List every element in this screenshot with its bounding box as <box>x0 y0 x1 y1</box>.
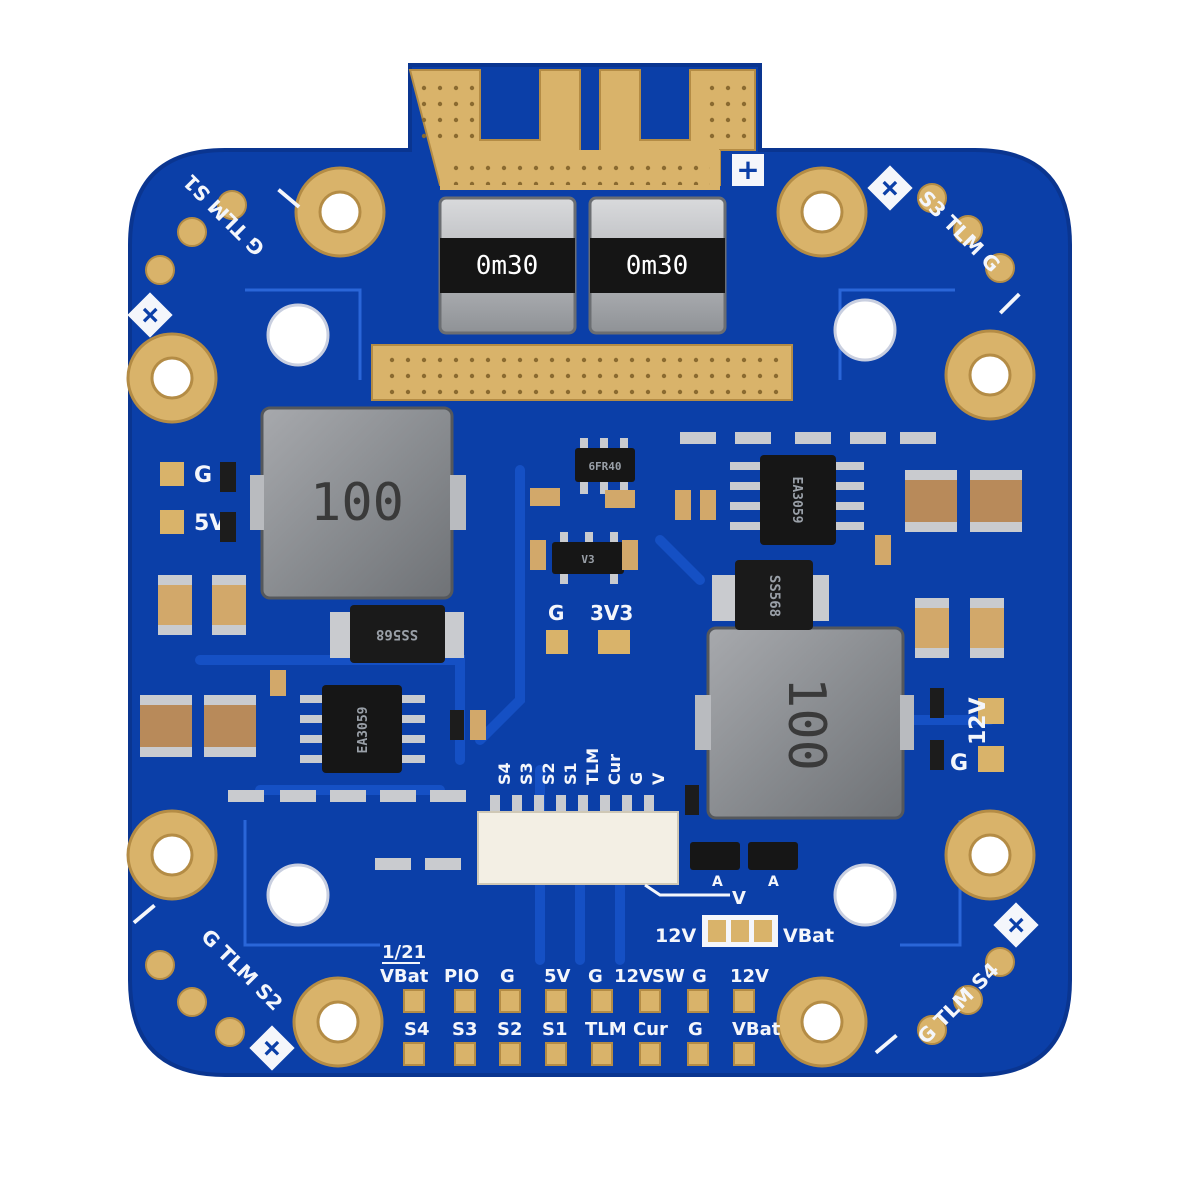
svg-text:EA3059: EA3059 <box>356 707 371 754</box>
svg-text:V: V <box>649 772 668 785</box>
capacitor <box>204 695 256 757</box>
svg-text:S3: S3 <box>452 1019 478 1040</box>
ground-outline <box>243 288 962 947</box>
small-passives <box>220 432 944 870</box>
svg-text:SS568: SS568 <box>766 575 782 617</box>
svg-text:+: + <box>736 153 759 186</box>
capacitor <box>158 575 192 635</box>
svg-text:6FR40: 6FR40 <box>588 460 621 473</box>
mount-pad-ml <box>126 332 218 424</box>
plus-icon: + <box>732 153 764 186</box>
capacitors <box>140 470 1022 757</box>
connector-pin-labels: S4 S3 S2 S1 TLM Cur G V <box>495 748 668 785</box>
inductor-left: 100 <box>250 406 466 600</box>
rail-5v-left: G 5V <box>160 462 226 536</box>
shunt-label: 0m30 <box>626 251 689 281</box>
inductor-right: 100 <box>695 626 914 820</box>
svg-text:G: G <box>588 966 603 987</box>
voltage-jumper: V 12V VBat <box>644 883 834 947</box>
svg-text:S3: S3 <box>517 762 536 785</box>
svg-text:TLM: TLM <box>585 1019 627 1040</box>
frame-holes <box>266 298 897 927</box>
shunt-resistor-2: 0m30 <box>588 196 727 335</box>
svg-text:V3: V3 <box>581 553 594 566</box>
svg-text:12V: 12V <box>614 966 653 987</box>
svg-text:G: G <box>950 751 968 776</box>
svg-text:G: G <box>627 772 646 785</box>
svg-text:G: G <box>692 966 707 987</box>
svg-text:5V: 5V <box>544 966 571 987</box>
svg-text:12V: 12V <box>655 925 696 947</box>
svg-text:G: G <box>548 601 564 625</box>
sot-parts: A A <box>690 842 798 890</box>
ic-buck-left: EA3059 <box>300 685 425 773</box>
capacitor <box>212 575 246 635</box>
svg-text:SW: SW <box>652 966 685 987</box>
svg-text:V: V <box>732 888 746 909</box>
capacitor <box>915 598 949 658</box>
svg-text:TLM: TLM <box>583 748 602 785</box>
mount-pad-bl <box>126 809 218 901</box>
svg-text:12V: 12V <box>966 697 991 745</box>
inductor-label: 100 <box>310 473 404 533</box>
svg-text:S4: S4 <box>404 1019 430 1040</box>
ic-buck-right: EA3059 <box>730 455 864 545</box>
capacitor <box>140 695 192 757</box>
svg-text:VBat: VBat <box>732 1019 781 1040</box>
svg-text:G: G <box>194 463 212 488</box>
svg-text:S1: S1 <box>542 1019 568 1040</box>
svg-text:SS568: SS568 <box>376 626 418 642</box>
svg-text:G: G <box>500 966 515 987</box>
inductor-label: 100 <box>776 677 836 771</box>
svg-text:A: A <box>712 874 723 890</box>
shunt-resistor-1: 0m30 <box>438 196 577 335</box>
capacitor <box>905 470 957 532</box>
svg-text:S1: S1 <box>561 762 580 785</box>
rail-3v3: G 3V3 <box>546 601 633 654</box>
svg-text:S4: S4 <box>495 762 514 785</box>
mount-pad-tl <box>294 166 386 258</box>
svg-text:A: A <box>768 874 779 890</box>
jst-connector <box>477 795 679 885</box>
rail-12v-right: 12V G <box>950 697 1004 776</box>
svg-text:G: G <box>688 1019 703 1040</box>
ic-3v3-reg: V3 <box>552 532 624 584</box>
mount-pads <box>126 166 1036 1068</box>
motor-pads <box>145 183 1015 1047</box>
mount-pad-bmr <box>776 976 868 1068</box>
svg-text:VBat: VBat <box>783 925 834 947</box>
bottom-header: VBat PIO G 5V G 12V SW G 12V S4 S3 S2 S1… <box>380 966 781 1066</box>
mount-pad-bml <box>292 976 384 1068</box>
svg-text:3V3: 3V3 <box>590 601 633 625</box>
power-tab <box>408 69 756 190</box>
svg-text:12V: 12V <box>730 966 769 987</box>
mount-pad-mr <box>944 329 1036 421</box>
shunt-label: 0m30 <box>476 251 539 281</box>
svg-text:EA3059: EA3059 <box>789 477 804 524</box>
svg-text:S2: S2 <box>539 762 558 785</box>
svg-text:S2: S2 <box>497 1019 523 1040</box>
ic-ldo-top: 6FR40 <box>575 438 635 494</box>
svg-text:Cur: Cur <box>605 754 624 785</box>
svg-text:Cur: Cur <box>633 1019 668 1040</box>
board-version: 1/21 <box>382 942 426 963</box>
svg-text:PIO: PIO <box>444 966 479 987</box>
mount-pad-br <box>944 809 1036 901</box>
bottom-labels-top: VBat PIO G 5V G 12V SW G 12V <box>380 966 769 987</box>
bottom-labels-bottom: S4 S3 S2 S1 TLM Cur G VBat <box>404 1019 781 1040</box>
busbar <box>371 344 793 401</box>
diode-right: SS568 <box>712 560 829 630</box>
diode-left: SS568 <box>330 605 464 663</box>
svg-text:VBat: VBat <box>380 966 429 987</box>
capacitor <box>970 470 1022 532</box>
mount-pad-tr <box>776 166 868 258</box>
capacitor <box>970 598 1004 658</box>
